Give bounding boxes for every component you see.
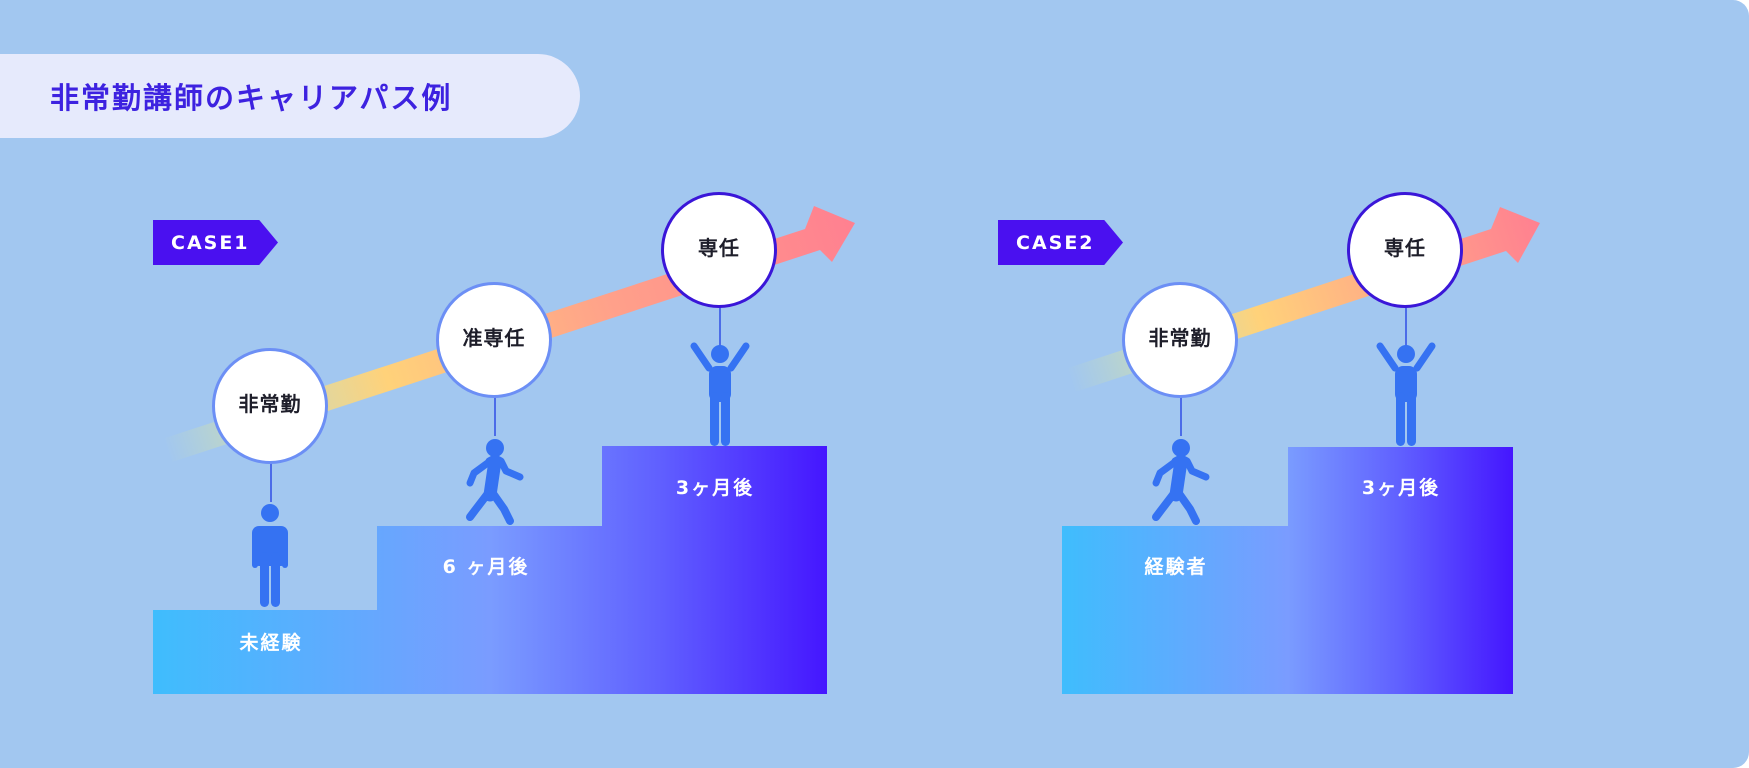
case1-bubble-semi-full-time-label: 准専任 — [462, 325, 526, 350]
case1-tag: CASE1 — [153, 220, 278, 265]
walking-person-icon — [1152, 439, 1210, 525]
case1-bubble-semi-full-time: 准専任 — [436, 282, 552, 398]
case2-tag-label: CASE2 — [1016, 231, 1095, 254]
arms-raised-person-icon — [690, 342, 750, 446]
case2-bubble-part-time-label: 非常勤 — [1148, 325, 1212, 350]
case1-step3-label: 3ヶ月後 — [675, 477, 755, 499]
case2-bubble-full-time: 専任 — [1347, 192, 1463, 308]
case2-connector-1 — [1180, 380, 1182, 436]
case1-connector-3 — [719, 290, 721, 348]
case2-connector-2 — [1405, 290, 1407, 348]
title-banner: 非常勤講師のキャリアパス例 — [0, 54, 580, 138]
case2-step1-label: 経験者 — [1144, 556, 1208, 578]
arms-raised-person-icon — [1376, 342, 1436, 446]
case1-steps: 未経験 6 ヶ月後 3ヶ月後 — [153, 446, 827, 694]
page-title: 非常勤講師のキャリアパス例 — [50, 81, 453, 115]
case1-bubble-full-time-label: 専任 — [698, 235, 740, 260]
case2-bubble-full-time-label: 専任 — [1384, 235, 1426, 260]
standing-person-icon — [252, 504, 288, 607]
case1-bubble-full-time: 専任 — [661, 192, 777, 308]
case2-bubble-part-time: 非常勤 — [1122, 282, 1238, 398]
case1-connector-1 — [270, 440, 272, 502]
case1-bubble-part-time-label: 非常勤 — [238, 391, 302, 416]
case2-step2-label: 3ヶ月後 — [1361, 477, 1441, 499]
case2-steps: 経験者 3ヶ月後 — [1062, 447, 1513, 694]
case1-tag-label: CASE1 — [171, 231, 250, 254]
case1-bubble-part-time: 非常勤 — [212, 348, 328, 464]
case1-connector-2 — [494, 380, 496, 436]
walking-person-icon — [466, 439, 524, 525]
case1-step2-label: 6 ヶ月後 — [442, 556, 530, 578]
case2-tag: CASE2 — [998, 220, 1123, 265]
case1-step1-label: 未経験 — [239, 632, 303, 654]
